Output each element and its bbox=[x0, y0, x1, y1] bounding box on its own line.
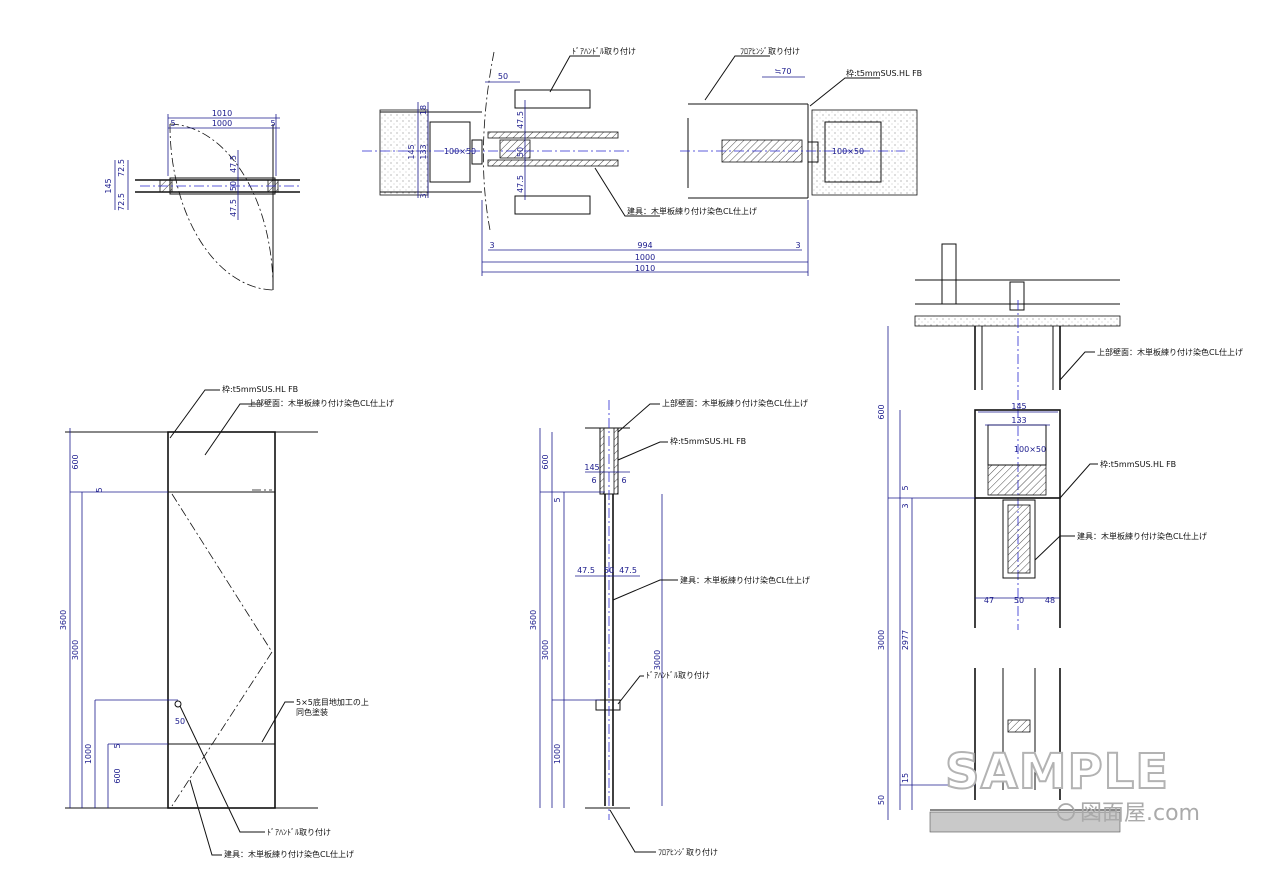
right-post-label: 100×50 bbox=[1014, 445, 1046, 454]
sec-dim-3600: 3600 bbox=[529, 610, 538, 630]
plan-dim-5a: 5 bbox=[170, 119, 175, 128]
right-dim-50b: 50 bbox=[877, 795, 886, 805]
elev-dim-1000: 1000 bbox=[84, 744, 93, 764]
detail-dim-994: 994 bbox=[637, 241, 652, 250]
right-dim-15: 15 bbox=[901, 773, 910, 783]
sec-dim-3000r: 3000 bbox=[653, 650, 662, 670]
plan-dim-50: 50 bbox=[229, 181, 238, 191]
elev-dim-600b: 600 bbox=[113, 768, 122, 783]
plan-dim-72a: 72.5 bbox=[117, 159, 126, 177]
sec-callout-door: 建具：木単板練り付け染色CL仕上げ bbox=[680, 575, 810, 585]
right-dim-3000: 3000 bbox=[877, 630, 886, 650]
sec-dim-1000: 1000 bbox=[553, 744, 562, 764]
plan-dim-47b: 47.5 bbox=[229, 199, 238, 217]
elevation: 3600 600 5 3000 1000 5 600 50 枠:t5mmSUS.… bbox=[59, 384, 394, 859]
detail-dim-133: 133 bbox=[419, 144, 428, 159]
elev-callout-groove-2: 同色塗装 bbox=[296, 707, 328, 717]
section-middle: 3600 600 5 3000 1000 3000 145 6 6 47.5 5… bbox=[529, 398, 810, 857]
detail-dim-50: 50 bbox=[498, 72, 508, 81]
detail-dim-3: 3 bbox=[419, 193, 428, 198]
detail-callout-handle: ﾄﾞｱﾊﾝﾄﾞﾙ取り付け bbox=[572, 46, 636, 56]
right-callout-wall: 上部壁面：木単板練り付け染色CL仕上げ bbox=[1097, 347, 1243, 357]
post-right-label: 100×50 bbox=[832, 147, 864, 156]
right-callout-door: 建具：木単板練り付け染色CL仕上げ bbox=[1077, 531, 1207, 541]
watermark-title: SAMPLE bbox=[945, 744, 1169, 800]
elev-dim-50: 50 bbox=[175, 717, 185, 726]
sec-dim-145: 145 bbox=[584, 463, 599, 472]
elev-dim-5a: 5 bbox=[95, 487, 104, 492]
post-left-label: 100×50 bbox=[444, 147, 476, 156]
elev-dim-3000: 3000 bbox=[71, 640, 80, 660]
right-dim-48: 48 bbox=[1045, 596, 1055, 605]
section-right: 100×50 145 133 47 50 48 600 5 3 3000 297… bbox=[877, 243, 1243, 833]
elev-callout-frame: 枠:t5mmSUS.HL FB bbox=[222, 384, 298, 394]
elev-dim-3600: 3600 bbox=[59, 610, 68, 630]
sec-dim-50: 50 bbox=[604, 566, 614, 575]
sec-callout-handle: ﾄﾞｱﾊﾝﾄﾞﾙ取り付け bbox=[646, 670, 710, 680]
elev-callout-wall: 上部壁面：木単板練り付け染色CL仕上げ bbox=[248, 398, 394, 408]
sec-dim-47a: 47.5 bbox=[577, 566, 595, 575]
right-callout-frame: 枠:t5mmSUS.HL FB bbox=[1100, 459, 1176, 469]
detail-dim-47a: 47.5 bbox=[516, 111, 525, 129]
sec-dim-6b: 6 bbox=[621, 476, 626, 485]
detail-dim-1000: 1000 bbox=[635, 253, 655, 262]
watermark: SAMPLE 図面屋.com bbox=[944, 743, 1200, 826]
right-dim-3: 3 bbox=[901, 503, 910, 508]
detail-callout-door: 建具：木単板練り付け染色CL仕上げ bbox=[627, 206, 757, 216]
sec-callout-frame: 枠:t5mmSUS.HL FB bbox=[670, 436, 746, 446]
plan-dim-1000: 1000 bbox=[212, 119, 232, 128]
detail-dim-47b: 47.5 bbox=[516, 175, 525, 193]
sec-dim-3000: 3000 bbox=[541, 640, 550, 660]
right-dim-5: 5 bbox=[901, 485, 910, 490]
detail-dim-3a: 3 bbox=[489, 241, 494, 250]
detail-dim-18: 18 bbox=[419, 105, 428, 115]
detail-callout-floorhinge: ﾌﾛｱﾋﾝｼﾞ取り付け bbox=[740, 46, 800, 56]
detail-dim-mid50: 50 bbox=[516, 147, 525, 157]
detail-dim-70: ≒70 bbox=[775, 67, 792, 76]
right-dim-133: 133 bbox=[1011, 416, 1026, 425]
detail-dim-3b: 3 bbox=[795, 241, 800, 250]
plan-dim-5b: 5 bbox=[270, 119, 275, 128]
plan-dim-47a: 47.5 bbox=[229, 155, 238, 173]
plan-detail: 100×50 100×50 50 ≒70 145 133 18 3 47.5 5… bbox=[362, 46, 922, 276]
elev-dim-600: 600 bbox=[71, 454, 80, 469]
sec-dim-47b: 47.5 bbox=[619, 566, 637, 575]
plan-overview: 1010 1000 5 5 72.5 145 72.5 47.5 50 47.5 bbox=[104, 109, 300, 291]
right-dim-600: 600 bbox=[877, 404, 886, 419]
sec-callout-floorhinge: ﾌﾛｱﾋﾝｼﾞ取り付け bbox=[658, 847, 718, 857]
sec-dim-5: 5 bbox=[553, 497, 562, 502]
plan-dim-145: 145 bbox=[104, 178, 113, 193]
elev-callout-groove-1: 5×5底目地加工の上 bbox=[296, 697, 369, 707]
right-dim-2977: 2977 bbox=[901, 630, 910, 650]
sec-callout-wall: 上部壁面：木単板練り付け染色CL仕上げ bbox=[662, 398, 808, 408]
right-dim-47: 47 bbox=[984, 596, 994, 605]
detail-dim-145: 145 bbox=[407, 144, 416, 159]
elev-callout-handle: ﾄﾞｱﾊﾝﾄﾞﾙ取り付け bbox=[267, 827, 331, 837]
plan-dim-72b: 72.5 bbox=[117, 193, 126, 211]
sec-dim-6a: 6 bbox=[591, 476, 596, 485]
right-dim-145: 145 bbox=[1011, 402, 1026, 411]
elev-callout-door: 建具：木単板練り付け染色CL仕上げ bbox=[224, 849, 354, 859]
detail-dim-1010: 1010 bbox=[635, 264, 655, 273]
plan-dim-1010: 1010 bbox=[212, 109, 232, 118]
watermark-site: 図面屋.com bbox=[1080, 801, 1200, 826]
right-dim-50: 50 bbox=[1014, 596, 1024, 605]
sec-dim-600: 600 bbox=[541, 454, 550, 469]
watermark-copyright-icon bbox=[1057, 803, 1075, 821]
elev-dim-5b: 5 bbox=[113, 743, 122, 748]
detail-callout-frame: 枠:t5mmSUS.HL FB bbox=[846, 68, 922, 78]
